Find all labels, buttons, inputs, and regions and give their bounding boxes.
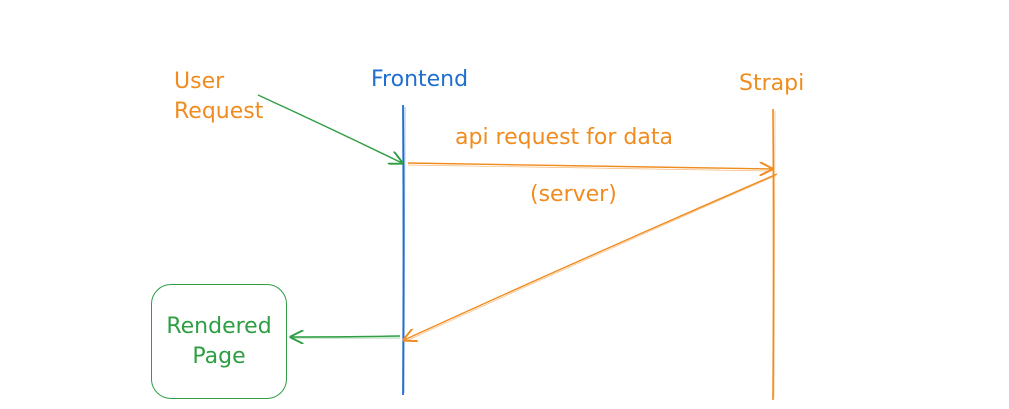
api-request-arrow-sketch [407,164,771,172]
rendered-page-box: Rendered Page [151,284,287,399]
strapi-label: Strapi [739,71,805,96]
rendered-label: Rendered [166,313,272,339]
strapi-lifeline-sketch [773,110,776,399]
server-label: (server) [530,182,617,207]
user-request-arrow [257,94,402,163]
user-label: User [174,69,225,94]
frontend-label: Frontend [371,67,469,92]
response-arrow-sketch [405,175,776,342]
frontend-lifeline [402,104,405,396]
api-request-arrow [407,163,772,169]
strapi-lifeline [772,108,775,401]
rendered-page-arrow [291,336,401,337]
frontend-lifeline-sketch [403,106,406,394]
api-request-label: api request for data [455,125,673,150]
response-arrow [404,173,778,340]
page-label: Page [192,343,246,369]
request-label: Request [174,99,264,124]
